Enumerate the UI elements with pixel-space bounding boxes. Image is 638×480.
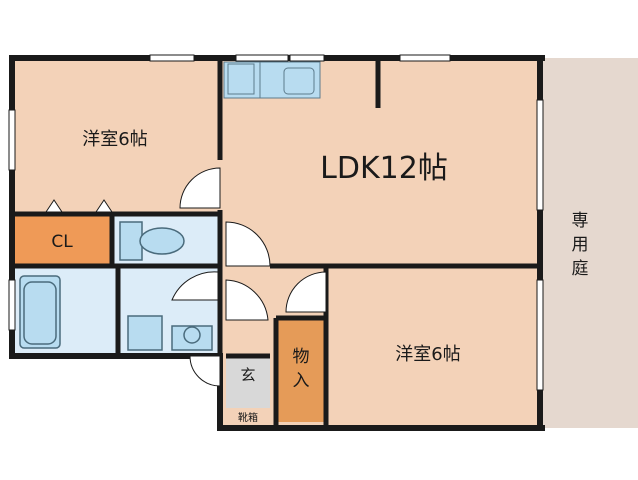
door-swings [45,167,327,387]
western-room-north-label: 洋室6帖 [82,129,147,150]
closet-area [14,214,112,266]
western-room-south-floor [326,266,540,426]
storage-label: 物入 [293,347,310,391]
shoe-box-area [226,408,270,426]
ldk-label: LDK12帖 [320,151,448,186]
private-garden-area [540,58,638,428]
entrance-label: 玄 [240,366,255,384]
shoe-box-label: 靴箱 [238,411,258,424]
closet-label: CL [51,232,73,252]
washroom-fixtures [127,315,213,351]
interior-walls [14,60,540,426]
bathtub [19,275,61,349]
private-garden-label: 専用庭 [572,211,589,279]
kitchen-sink [283,67,315,95]
stove [227,63,255,95]
toilet-fixture [119,221,185,261]
storage-area [278,320,324,422]
windows [8,54,544,391]
western-room-south-label: 洋室6帖 [395,344,460,365]
